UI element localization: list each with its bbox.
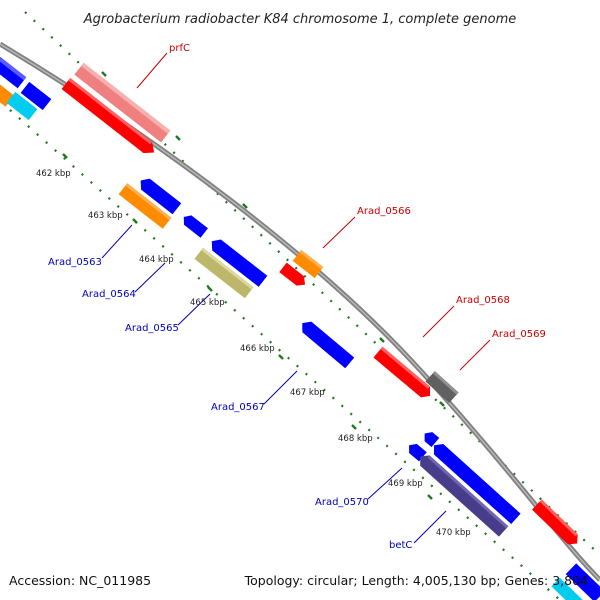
accession-text: Accession: NC_011985 bbox=[9, 573, 151, 588]
gene-Arad_0569[interactable] bbox=[425, 371, 459, 403]
scale-label-467: 467 kbp bbox=[290, 388, 325, 398]
label-prfC[interactable]: prfC bbox=[169, 43, 190, 54]
gene-blue-small-468[interactable] bbox=[421, 429, 440, 448]
label-Arad_0569[interactable]: Arad_0569 bbox=[492, 329, 546, 340]
major-ticks bbox=[62, 71, 500, 500]
gene-Arad_0568[interactable] bbox=[373, 346, 434, 401]
gene-red-small[interactable] bbox=[279, 262, 308, 290]
gene-Arad_0567[interactable] bbox=[298, 318, 355, 369]
label-Arad_0570[interactable]: Arad_0570 bbox=[315, 497, 369, 508]
gene-red-large[interactable] bbox=[61, 78, 159, 158]
map-title: Agrobacterium radiobacter K84 chromosome… bbox=[83, 12, 516, 27]
gene-bottom-right-blue[interactable] bbox=[565, 563, 600, 600]
scale-label-470: 470 kbp bbox=[436, 528, 471, 538]
gene-Arad_0564[interactable] bbox=[180, 212, 208, 238]
scale-label-464: 464 kbp bbox=[139, 255, 174, 265]
label-Arad_0567[interactable]: Arad_0567 bbox=[211, 402, 265, 413]
gene-blue-463[interactable] bbox=[136, 175, 182, 215]
gene-Arad_0563[interactable] bbox=[118, 183, 172, 229]
genome-backbone bbox=[0, 41, 600, 582]
gene-betC[interactable] bbox=[416, 451, 509, 537]
gene-blue-large-470[interactable] bbox=[429, 440, 521, 525]
label-Arad_0564[interactable]: Arad_0564 bbox=[82, 289, 136, 300]
gene-blue-465[interactable] bbox=[207, 236, 268, 287]
gene-Arad_0565[interactable] bbox=[194, 247, 254, 299]
gene-red-right[interactable] bbox=[531, 499, 582, 549]
label-Arad_0565[interactable]: Arad_0565 bbox=[125, 323, 179, 334]
label-Arad_0568[interactable]: Arad_0568 bbox=[456, 295, 510, 306]
scale-label-465: 465 kbp bbox=[190, 298, 225, 308]
scale-label-468: 468 kbp bbox=[338, 434, 373, 444]
gene-left-blue-2[interactable] bbox=[20, 81, 52, 111]
gene-Arad_0566[interactable] bbox=[292, 249, 324, 279]
gene-left-cyan[interactable] bbox=[6, 91, 38, 121]
genome-summary-text: Topology: circular; Length: 4,005,130 bp… bbox=[244, 573, 588, 588]
scale-label-463: 463 kbp bbox=[88, 211, 123, 221]
outer-tick-track bbox=[9, 11, 600, 600]
scale-label-469: 469 kbp bbox=[388, 479, 423, 489]
gene-prfC[interactable] bbox=[74, 62, 171, 143]
gene-bottom-right-cyan[interactable] bbox=[551, 577, 589, 600]
gene-left-blue-1[interactable] bbox=[0, 51, 27, 89]
scale-label-466: 466 kbp bbox=[240, 344, 275, 354]
label-betC[interactable]: betC bbox=[389, 540, 412, 551]
gene-left-orange[interactable] bbox=[0, 82, 15, 107]
scale-label-462: 462 kbp bbox=[36, 169, 71, 179]
leader-lines bbox=[101, 52, 491, 544]
label-Arad_0563[interactable]: Arad_0563 bbox=[48, 257, 102, 268]
label-Arad_0566[interactable]: Arad_0566 bbox=[357, 206, 411, 217]
